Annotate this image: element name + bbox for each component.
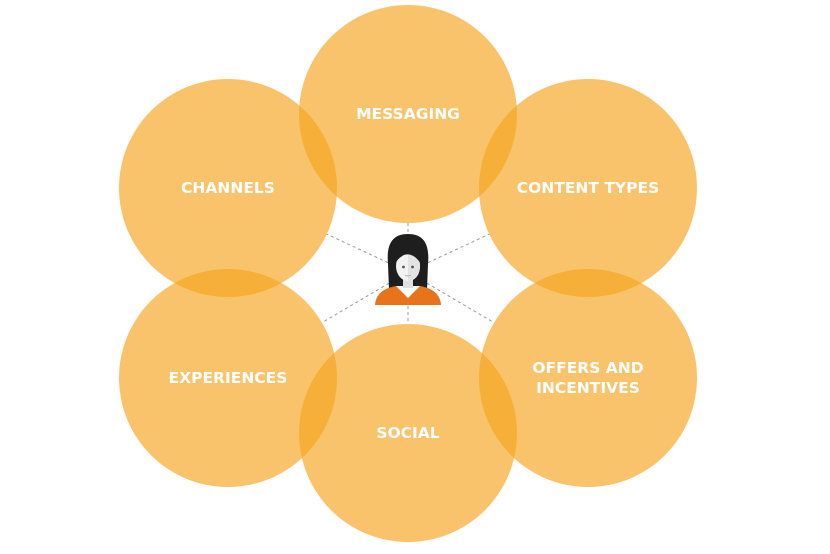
label-line: EXPERIENCES [169,369,288,387]
label-line: MESSAGING [356,105,460,123]
circle-experiences [119,269,337,487]
label-content-types: CONTENT TYPES [517,179,660,197]
connector-experiences [321,276,400,324]
label-line: INCENTIVES [536,379,640,397]
circle-channels [119,79,337,297]
circle-offers-and-incentives [479,269,697,487]
circle-labels: MESSAGING CONTENT TYPES OFFERS AND INCENTIV… [169,105,660,442]
label-offers-and-incentives: OFFERS AND INCENTIVES [532,359,643,397]
label-line: OFFERS AND [532,359,643,377]
label-channels: CHANNELS [181,179,275,197]
label-messaging: MESSAGING [356,105,460,123]
label-line: SOCIAL [376,424,439,442]
connector-offers-and-incentives [416,276,495,324]
connector-content-types [416,233,490,269]
label-line: CONTENT TYPES [517,179,660,197]
woman-avatar-icon [375,234,441,305]
circle-messaging [299,5,517,223]
venn-circles [119,5,697,542]
connector-channels [326,233,400,269]
label-social: SOCIAL [376,424,439,442]
label-experiences: EXPERIENCES [169,369,288,387]
circle-social [299,324,517,542]
label-line: CHANNELS [181,179,275,197]
circle-content-types [479,79,697,297]
